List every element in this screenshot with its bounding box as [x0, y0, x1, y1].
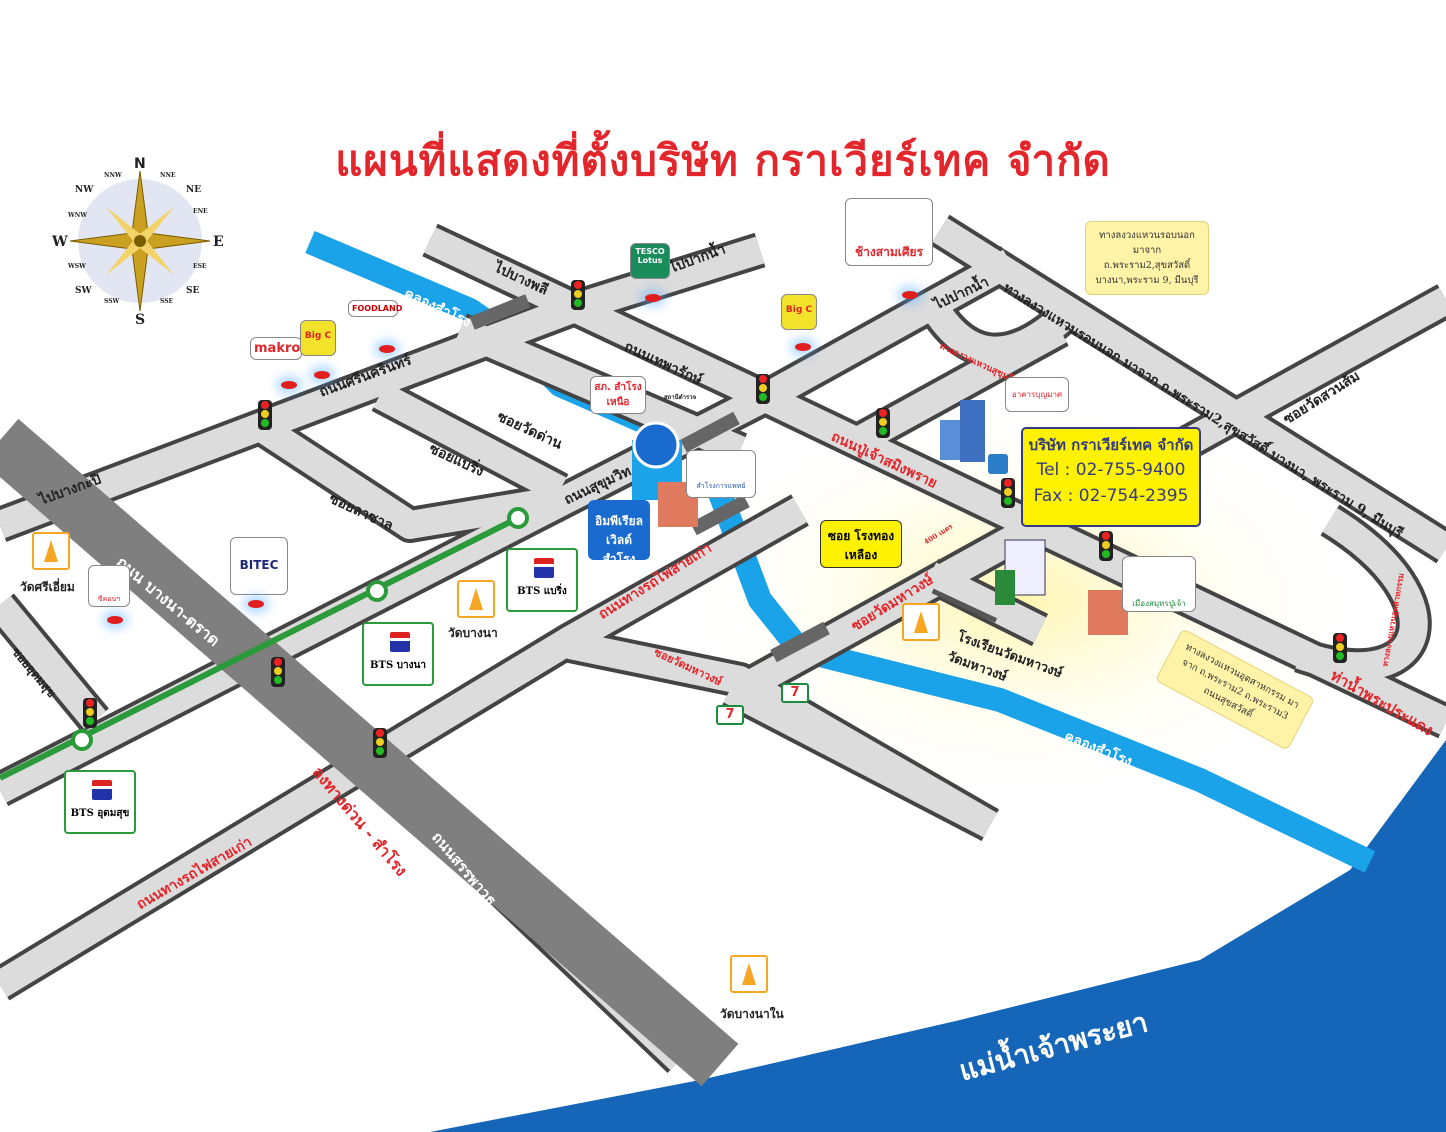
compass-n: N — [134, 156, 146, 172]
seacon-marker[interactable]: ซีคอนฯ — [88, 565, 130, 607]
bitec-marker[interactable]: BITEC — [230, 537, 288, 595]
compass-nnw: NNW — [104, 172, 122, 179]
compass-w: W — [52, 234, 68, 250]
compass-sw: SW — [75, 286, 92, 296]
company-info-box: บริษัท กราเวียร์เทค จำกัด Tel : 02-755-9… — [1021, 427, 1201, 527]
muang-samut-hospital-marker[interactable]: เมืองสมุทรปู่เจ้า — [1122, 556, 1196, 612]
temple-icon — [457, 580, 495, 618]
company-name: บริษัท กราเวียร์เทค จำกัด — [1028, 436, 1194, 454]
compass-ssw: SSW — [104, 298, 120, 305]
compass-nw: NW — [75, 185, 94, 195]
bts-stations — [71, 507, 529, 751]
compass-ese: ESE — [193, 263, 207, 270]
wat-bangna-label: วัดบางนา — [448, 626, 498, 640]
compass-wsw: WSW — [68, 263, 86, 270]
imperial-logo-icon — [632, 421, 680, 469]
compass-rose-icon — [69, 170, 211, 312]
police-station-label: สถานีตำรวจ — [664, 394, 697, 401]
imperial-world-marker[interactable]: อิมพีเรียล เวิลด์สำโรง — [588, 500, 650, 566]
compass-wnw: WNW — [68, 212, 87, 219]
bridges — [469, 294, 830, 663]
soi-rong-thong-luang-label: ซอย โรงทองเหลือง — [820, 520, 902, 568]
wat-sri-iam-label: วัดศรีเอี่ยม — [20, 580, 75, 594]
bts-udomsuk-station[interactable]: BTS อุดมสุข — [64, 770, 136, 834]
temple-icon — [32, 532, 70, 570]
bangna-trad-highway — [0, 418, 739, 1087]
compass-e: E — [213, 234, 224, 250]
compass-ne: NE — [186, 185, 202, 195]
temple-icon — [902, 603, 940, 641]
bts-bearing-station[interactable]: BTS แบริ่ง — [506, 548, 578, 612]
building-icon — [1088, 590, 1128, 635]
erawan-museum-marker[interactable]: ช้างสามเศียร — [845, 198, 933, 266]
company-fax: Fax : 02-754-2395 — [1033, 486, 1189, 506]
boonmas-building-marker[interactable]: อาคารบุญมาศ — [1005, 377, 1069, 412]
samrong-hospital-marker[interactable]: สำโรงการแพทย์ — [686, 450, 756, 498]
chao-phraya-river — [430, 740, 1446, 1132]
page-title: แผนที่แสดงที่ตั้งบริษัท กราเวียร์เทค จำก… — [335, 136, 1111, 185]
company-building-icon — [931, 539, 1046, 623]
bigc-marker[interactable]: Big C — [300, 320, 336, 356]
makro-marker[interactable]: makro — [250, 337, 302, 360]
ring-road-outer-note: ทางลงวงแหวนรอบนอก มาจาก ถ.พระราม2,สุขสวั… — [1085, 221, 1209, 295]
compass-ene: ENE — [193, 208, 208, 215]
compass-se: SE — [186, 286, 200, 296]
seven-eleven-icon: 7 — [716, 705, 744, 725]
compass-nne: NNE — [160, 172, 176, 179]
foodland-marker[interactable]: FOODLAND — [348, 300, 402, 317]
compass-s: S — [135, 312, 146, 328]
seven-eleven-icon: 7 — [781, 683, 809, 703]
bigc-marker[interactable]: Big C — [781, 294, 817, 330]
temple-icon — [730, 955, 768, 993]
wat-bangna-nai-label: วัดบางนาใน — [720, 1007, 784, 1021]
office-towers-icon — [940, 400, 1008, 474]
police-marker[interactable]: สภ. สำโรงเหนือ — [590, 376, 646, 414]
compass-sse: SSE — [160, 298, 174, 305]
bts-bangna-station[interactable]: BTS บางนา — [362, 622, 434, 686]
tesco-lotus-marker[interactable]: TESCO Lotus — [630, 243, 670, 279]
company-tel[interactable]: Tel : 02-755-9400 — [1036, 460, 1186, 480]
